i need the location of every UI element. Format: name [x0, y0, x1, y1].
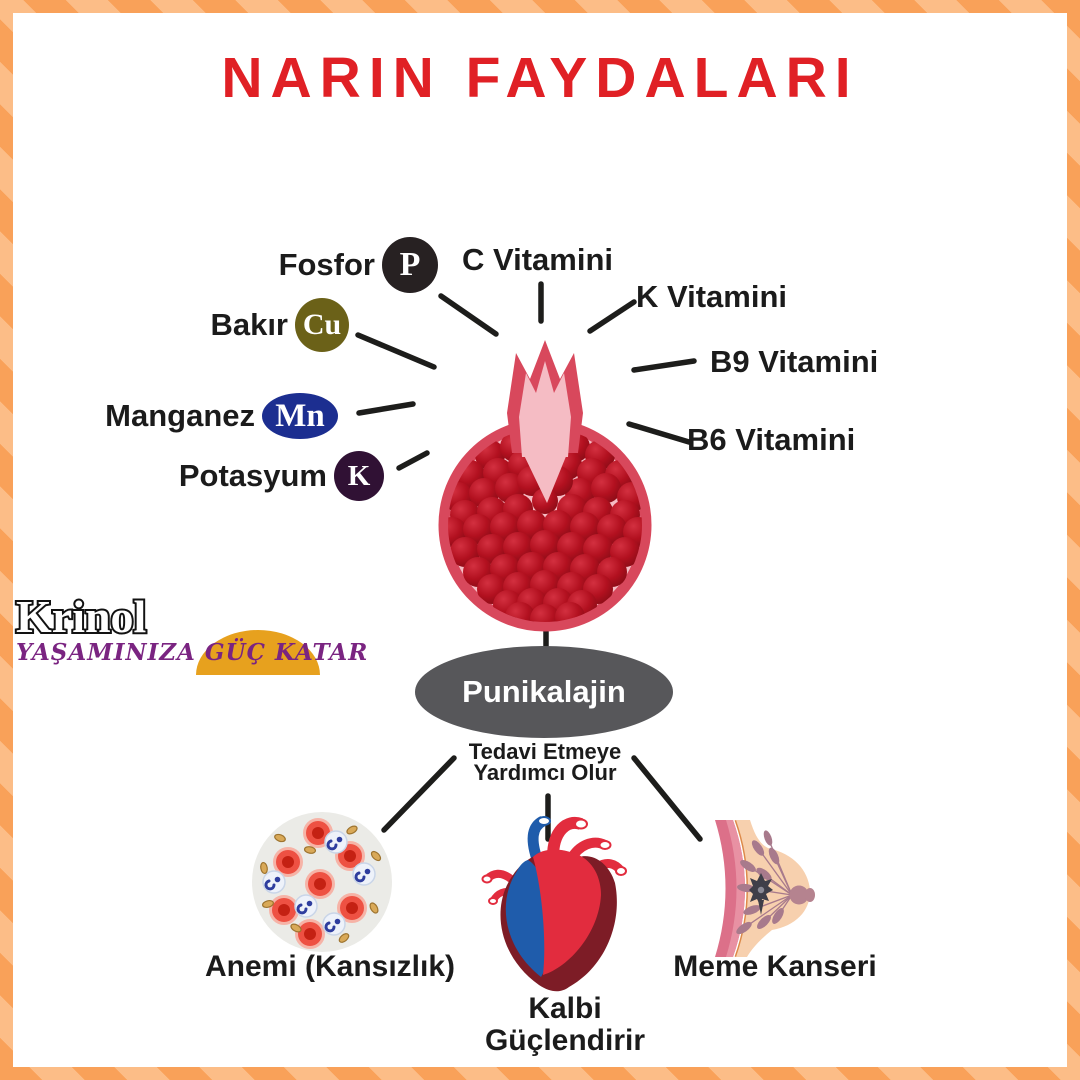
vitamin-b6-label: B6 Vitamini	[687, 422, 856, 457]
mineral-potasyum: Potasyum K	[179, 451, 384, 501]
brand-logo: Krinol	[14, 589, 148, 644]
pomegranate-illustration	[438, 340, 652, 632]
compound-ellipse: Punikalajin	[415, 646, 673, 738]
mineral-label: Bakır	[210, 307, 288, 342]
benefit-heart-line1: Kalbi	[528, 992, 602, 1025]
subtitle-line1: Tedavi Etmeye	[468, 739, 622, 764]
mineral-label: Fosfor	[278, 247, 375, 282]
vitamin-b9-label: B9 Vitamini	[710, 344, 879, 379]
vitamin-k-label: K Vitamini	[636, 279, 788, 314]
heart-right-chamber	[533, 849, 601, 975]
heart-left-chamber	[505, 860, 551, 977]
page-title: NARIN FAYDALARI	[221, 46, 859, 110]
subtitle-line2: Yardımcı Olur	[473, 760, 617, 785]
mineral-bakir: Bakır Cu	[210, 298, 349, 352]
platelets	[260, 825, 382, 943]
benefit-breast-cancer-label: Meme Kanseri	[673, 950, 877, 983]
tumor	[749, 873, 773, 915]
mineral-label: Potasyum	[178, 458, 327, 493]
mineral-fosfor: Fosfor P	[279, 237, 438, 293]
blood-cells-icon	[252, 812, 392, 952]
element-symbol-Mn: Mn	[262, 393, 338, 439]
compound-subtitle: Tedavi Etmeye Yardımcı Olur	[410, 739, 680, 785]
nipple	[789, 885, 809, 905]
milk-ducts	[736, 830, 793, 935]
compound-name: Punikalajin	[462, 674, 626, 709]
vitamin-c-label: C Vitamini	[462, 242, 614, 277]
element-symbol-K: K	[334, 451, 384, 501]
breast-profile	[736, 820, 811, 957]
breast-icon	[715, 820, 815, 957]
element-symbol-P: P	[382, 237, 438, 293]
brand-name-text: Krinol	[16, 591, 146, 642]
flesh-wedge	[521, 449, 569, 503]
mineral-manganez: Manganez Mn	[105, 393, 338, 439]
benefit-anemia-label: Anemi (Kansızlık)	[204, 950, 456, 983]
anatomical-heart-icon	[481, 816, 627, 992]
element-symbol-Cu: Cu	[295, 298, 349, 352]
brand-tagline: YAŞAMINIZA GÜÇ KATAR	[16, 639, 369, 666]
benefit-heart-label: Kalbi Güçlendirir	[440, 993, 690, 1057]
benefit-heart-line2: Güçlendirir	[484, 1024, 646, 1057]
mineral-label: Manganez	[105, 398, 255, 433]
white-blood-cells	[262, 830, 376, 936]
pomegranate-crown-inner	[519, 361, 571, 457]
